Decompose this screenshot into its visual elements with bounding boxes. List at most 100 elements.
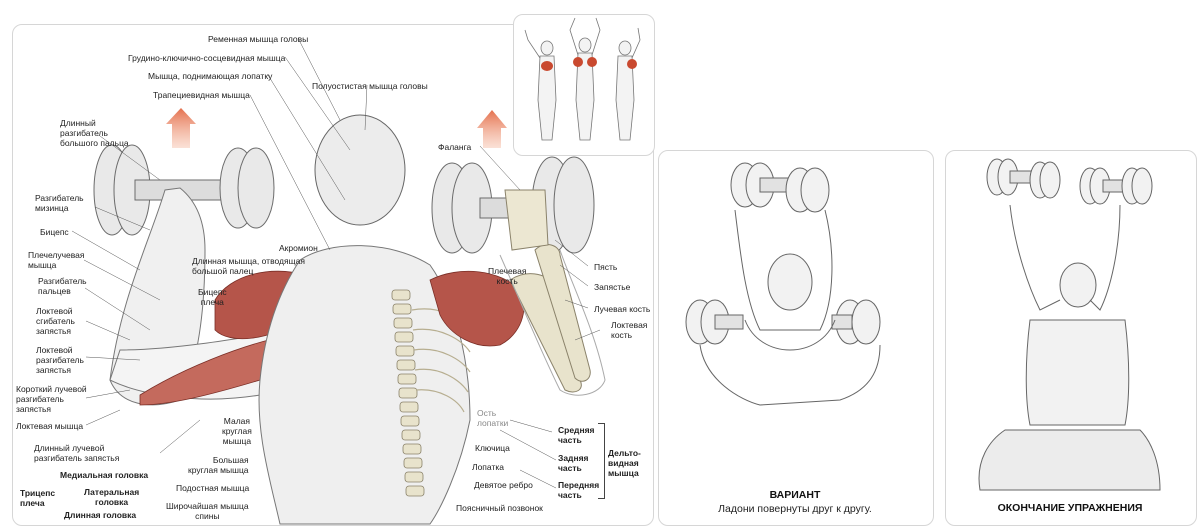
label-line: Латеральная xyxy=(84,487,139,497)
label-line: Длинный xyxy=(60,118,129,128)
label-sternocleidomastoid: Грудино-ключично-сосцевидная мышца xyxy=(128,53,285,63)
label-levator-scapulae: Мышца, поднимающая лопатку xyxy=(148,71,272,81)
label-acromion: Акромион xyxy=(279,243,318,253)
label-line: Плечелучевая xyxy=(28,250,85,260)
label-line: Локтевой xyxy=(36,345,84,355)
label-line: головка xyxy=(84,497,139,507)
label-line: Большая xyxy=(188,455,249,465)
label-line: мизинца xyxy=(35,203,84,213)
finish-figure xyxy=(979,159,1160,490)
label-metacarpus: Пясть xyxy=(594,262,617,272)
label-line: мышца xyxy=(28,260,85,270)
label-teres-minor: Малая круглая мышца xyxy=(222,416,252,446)
label-line: Плечевая xyxy=(488,266,526,276)
variant-title: ВАРИАНТ xyxy=(658,489,932,501)
label-line: кость xyxy=(488,276,526,286)
label-line: Длинная мышца, отводящая xyxy=(192,256,305,266)
label-lumbar-vertebra: Поясничный позвонок xyxy=(456,503,543,513)
label-carpus: Запястье xyxy=(594,282,630,292)
label-line: пальцев xyxy=(38,286,87,296)
up-arrow-left-icon xyxy=(166,108,196,148)
label-line: сгибатель xyxy=(36,316,75,326)
label-line: Бицепс xyxy=(198,287,227,297)
label-line: лопатки xyxy=(477,418,508,428)
label-ext-carpi-rad-brevis: Короткий лучевой разгибатель запястья xyxy=(16,384,87,414)
label-brachioradialis: Плечелучевая мышца xyxy=(28,250,85,270)
label-medial-head: Медиальная головка xyxy=(60,470,148,480)
label-line: мышца xyxy=(222,436,252,446)
label-line: Малая xyxy=(222,416,252,426)
label-line: круглая xyxy=(222,426,252,436)
label-line: плеча xyxy=(198,297,227,307)
label-line: разгибатель запястья xyxy=(34,453,119,463)
label-scapular-spine: Ость лопатки xyxy=(477,408,508,428)
label-line: Ость xyxy=(477,408,508,418)
label-anterior-part: Передняя часть xyxy=(558,480,599,500)
deltoid-bracket xyxy=(598,423,605,499)
label-ext-pollicis-longus: Длинный разгибатель большого пальца xyxy=(60,118,129,148)
label-line: большого пальца xyxy=(60,138,129,148)
label-line: Широчайшая мышца xyxy=(166,501,249,511)
label-infraspinatus: Подостная мышца xyxy=(176,483,249,493)
label-line: большой палец xyxy=(192,266,305,276)
label-biceps-brachii: Бицепс плеча xyxy=(198,287,227,307)
label-line: Трицепс xyxy=(20,488,55,498)
label-flexor-carpi-ulnaris: Локтевой сгибатель запястья xyxy=(36,306,75,336)
label-splenius: Ременная мышца головы xyxy=(208,34,308,44)
label-line: запястья xyxy=(16,404,87,414)
finish-title: ОКОНЧАНИЕ УПРАЖНЕНИЯ xyxy=(945,502,1195,514)
label-line: часть xyxy=(558,463,589,473)
label-long-head: Длинная головка xyxy=(64,510,136,520)
label-line: плеча xyxy=(20,498,55,508)
label-radius: Лучевая кость xyxy=(594,304,650,314)
label-line: разгибатель xyxy=(36,355,84,365)
label-line: видная xyxy=(608,458,641,468)
label-line: Средняя xyxy=(558,425,595,435)
label-line: Короткий лучевой xyxy=(16,384,87,394)
label-lateral-head: Латеральная головка xyxy=(84,487,139,507)
label-deltoid: Дельто- видная мышца xyxy=(608,448,641,478)
label-ext-carpi-rad-longus: Длинный лучевой разгибатель запястья xyxy=(34,443,119,463)
label-line: запястья xyxy=(36,326,75,336)
label-line: спины xyxy=(166,511,249,521)
label-line: Задняя xyxy=(558,453,589,463)
label-line: разгибатель xyxy=(60,128,129,138)
label-line: часть xyxy=(558,490,599,500)
label-line: разгибатель xyxy=(16,394,87,404)
label-ext-carpi-ulnaris: Локтевой разгибатель запястья xyxy=(36,345,84,375)
label-line: круглая мышца xyxy=(188,465,249,475)
label-line: часть xyxy=(558,435,595,445)
label-triceps: Трицепс плеча xyxy=(20,488,55,508)
label-trapezius: Трапециевидная мышца xyxy=(153,90,250,100)
label-phalanx: Фаланга xyxy=(438,142,471,152)
label-line: Дельто- xyxy=(608,448,641,458)
label-middle-part: Средняя часть xyxy=(558,425,595,445)
label-ninth-rib: Девятое ребро xyxy=(474,480,533,490)
label-teres-major: Большая круглая мышца xyxy=(188,455,249,475)
label-posterior-part: Задняя часть xyxy=(558,453,589,473)
label-line: запястья xyxy=(36,365,84,375)
label-line: Передняя xyxy=(558,480,599,490)
variant-figure xyxy=(686,163,880,405)
label-semispinalis: Полуостистая мышца головы xyxy=(312,81,428,91)
label-latissimus: Широчайшая мышца спины xyxy=(166,501,249,521)
label-ext-digitorum: Разгибатель пальцев xyxy=(38,276,87,296)
label-line: Локтевая xyxy=(611,320,647,330)
variant-subtitle: Ладони повернуты друг к другу. xyxy=(658,503,932,515)
label-line: мышца xyxy=(608,468,641,478)
up-arrow-right-icon xyxy=(477,110,507,148)
label-line: кость xyxy=(611,330,647,340)
inset-figures xyxy=(525,18,640,140)
label-clavicle: Ключица xyxy=(475,443,510,453)
label-ext-digiti-minimi: Разгибатель мизинца xyxy=(35,193,84,213)
label-line: Длинный лучевой xyxy=(34,443,119,453)
label-scapula: Лопатка xyxy=(472,462,504,472)
label-abductor-pollicis-longus: Длинная мышца, отводящая большой палец xyxy=(192,256,305,276)
label-humerus: Плечевая кость xyxy=(488,266,526,286)
label-line: Локтевой xyxy=(36,306,75,316)
label-ulna: Локтевая кость xyxy=(611,320,647,340)
label-line: Разгибатель xyxy=(35,193,84,203)
label-biceps: Бицепс xyxy=(40,227,69,237)
label-line: Разгибатель xyxy=(38,276,87,286)
label-anconeus: Локтевая мышца xyxy=(16,421,83,431)
